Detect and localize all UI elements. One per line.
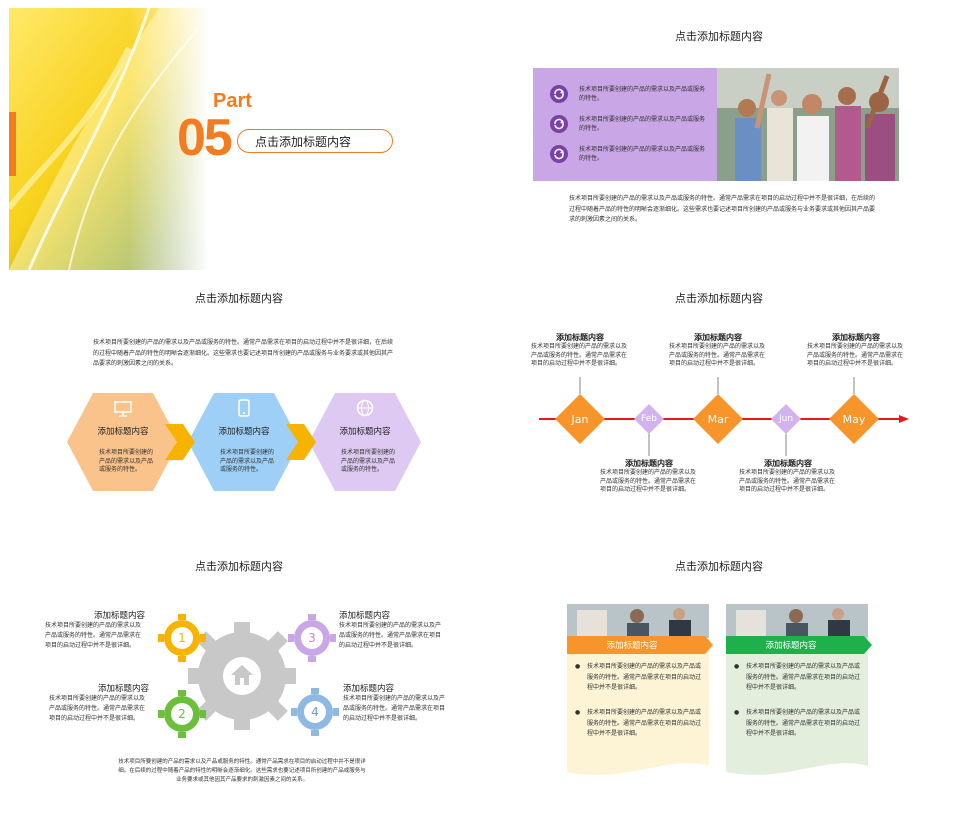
section-number: 05	[177, 109, 233, 167]
bullet-text: 技术项目所要创建的产品的需求以及产品或服务的特性。通常产品需求在项目的启动过程中…	[587, 663, 702, 691]
slide-6: 点击添加标题内容 添加标题内容 ●技术项目所要创建的产品的需求以及产品或服务的特…	[489, 546, 949, 816]
hex-text: 技术项目所要创建的产品的需求以及产品或服务的特性。	[341, 449, 396, 473]
bullet-text: 技术项目所要创建的产品的需求以及产品或服务的特性。通常产品需求在项目的启动过程中…	[746, 663, 861, 691]
month-jan: Jan	[571, 413, 589, 426]
gear-number-1: 1	[178, 631, 186, 645]
label-banner	[567, 636, 713, 654]
list-item-text: 技术项目所要创建的产品的需求以及产品或服务的特性。	[579, 86, 706, 102]
month-feb: Feb	[641, 414, 657, 424]
slide-2: 点击添加标题内容 技术项目所要创建的产品的需求以及产品或服务的特性。 技术项目所…	[489, 8, 949, 278]
card-label: 添加标题内容	[606, 641, 658, 651]
month-may: May	[842, 413, 866, 426]
block-heading: 添加标题内容	[97, 684, 149, 694]
note-text: 技术项目所要创建的产品的需求以及产品或服务的特性。通常产品需求在项目的启动过程中…	[669, 343, 766, 367]
note-text: 技术项目所要创建的产品的需求以及产品或服务的特性。通常产品需求在项目的启动过程中…	[807, 343, 904, 367]
note-text: 技术项目所要创建的产品的需求以及产品或服务的特性。通常产品需求在项目的启动过程中…	[739, 469, 836, 493]
slide-title: 点击添加标题内容	[675, 30, 763, 43]
refresh-icon	[550, 115, 568, 133]
globe-icon	[356, 399, 374, 417]
note-heading: 添加标题内容	[764, 459, 812, 468]
slide-title: 点击添加标题内容	[675, 560, 763, 573]
month-mar: Mar	[707, 413, 729, 426]
timeline-note-bottom-1: 添加标题内容 技术项目所要创建的产品的需求以及产品或服务的特性。通常产品需求在项…	[600, 458, 698, 495]
slide-3: 点击添加标题内容 技术项目所要创建的产品的需求以及产品或服务的特性。通常产品需求…	[9, 278, 469, 548]
timeline-note-bottom-2: 添加标题内容 技术项目所要创建的产品的需求以及产品或服务的特性。通常产品需求在项…	[739, 458, 837, 495]
phone-icon	[238, 399, 250, 417]
body-paragraph: 技术项目所要创建的产品的需求以及产品或服务的特性。通常产品需求在项目的启动过程中…	[93, 339, 394, 367]
block-text: 技术项目所要创建的产品的需求以及产品或服务的特性。通常产品需求在项目的启动过程中…	[45, 622, 142, 649]
card-green: 添加标题内容 ●技术项目所要创建的产品的需求以及产品或服务的特性。通常产品需求在…	[726, 604, 872, 784]
card-orange: 添加标题内容 ●技术项目所要创建的产品的需求以及产品或服务的特性。通常产品需求在…	[567, 604, 713, 784]
card-bullet-2: ●技术项目所要创建的产品的需求以及产品或服务的特性。通常产品需求在项目的启动过程…	[734, 708, 862, 740]
timeline-note-top-1: 添加标题内容 技术项目所要创建的产品的需求以及产品或服务的特性。通常产品需求在项…	[531, 332, 629, 369]
cheering-people-photo	[717, 68, 899, 181]
slide-1: Part 05 点击添加标题内容	[9, 8, 469, 278]
note-heading: 添加标题内容	[625, 459, 673, 468]
block-heading: 添加标题内容	[343, 684, 395, 694]
block-3: 添加标题内容 技术项目所要创建的产品的需求以及产品或服务的特性。通常产品需求在项…	[339, 609, 443, 651]
slide-title: 点击添加标题内容	[195, 292, 283, 305]
note-heading: 添加标题内容	[556, 333, 604, 342]
slide-title: 点击添加标题内容	[675, 292, 763, 305]
timeline-note-top-3: 添加标题内容 技术项目所要创建的产品的需求以及产品或服务的特性。通常产品需求在项…	[807, 332, 905, 369]
month-jun: Jun	[778, 414, 794, 424]
card-bullet-1: ●技术项目所要创建的产品的需求以及产品或服务的特性。通常产品需求在项目的启动过程…	[575, 662, 703, 694]
hex-label: 添加标题内容	[97, 427, 149, 437]
slide-title: 点击添加标题内容	[195, 560, 283, 573]
home-icon	[231, 665, 253, 685]
section-title: 点击添加标题内容	[255, 135, 352, 149]
hexagon-process	[67, 393, 421, 491]
card-bg	[567, 604, 709, 775]
gear-number-2: 2	[178, 707, 186, 721]
left-accent-bar	[9, 112, 16, 176]
refresh-icon	[550, 145, 568, 163]
slide-4: 点击添加标题内容 Jan Feb Mar Jun May 添加标题内容 技术项目…	[489, 278, 949, 548]
block-2: 添加标题内容 技术项目所要创建的产品的需求以及产品或服务的特性。通常产品需求在项…	[49, 682, 149, 724]
list-item-text: 技术项目所要创建的产品的需求以及产品或服务的特性。	[579, 146, 706, 162]
note-heading: 添加标题内容	[832, 333, 880, 342]
gear-diagram	[158, 614, 339, 738]
hex-text: 技术项目所要创建的产品的需求以及产品或服务的特性。	[220, 449, 275, 473]
hex-label: 添加标题内容	[218, 427, 270, 437]
gear-number-3: 3	[308, 631, 316, 645]
note-text: 技术项目所要创建的产品的需求以及产品或服务的特性。通常产品需求在项目的启动过程中…	[531, 343, 628, 367]
yellow-swirl-image	[9, 8, 209, 270]
hex-text: 技术项目所要创建的产品的需求以及产品或服务的特性。	[99, 449, 154, 473]
block-text: 技术项目所要创建的产品的需求以及产品或服务的特性。通常产品需求在项目的启动过程中…	[343, 695, 446, 722]
block-4: 添加标题内容 技术项目所要创建的产品的需求以及产品或服务的特性。通常产品需求在项…	[343, 682, 447, 724]
part-label: Part	[213, 90, 252, 112]
card-bullet-1: ●技术项目所要创建的产品的需求以及产品或服务的特性。通常产品需求在项目的启动过程…	[734, 662, 862, 694]
timeline	[539, 377, 909, 456]
hex-label: 添加标题内容	[339, 427, 391, 437]
bullet-text: 技术项目所要创建的产品的需求以及产品或服务的特性。通常产品需求在项目的启动过程中…	[746, 709, 861, 737]
refresh-icon	[550, 85, 568, 103]
block-1: 添加标题内容 技术项目所要创建的产品的需求以及产品或服务的特性。通常产品需求在项…	[45, 609, 145, 651]
card-label: 添加标题内容	[765, 641, 817, 651]
block-heading: 添加标题内容	[339, 611, 391, 621]
note-heading: 添加标题内容	[694, 333, 742, 342]
block-text: 技术项目所要创建的产品的需求以及产品或服务的特性。通常产品需求在项目的启动过程中…	[49, 695, 146, 722]
body-paragraph: 技术项目所要创建的产品的需求以及产品或服务的特性。通常产品需求在项目的启动过程中…	[569, 195, 876, 223]
bullet-text: 技术项目所要创建的产品的需求以及产品或服务的特性。通常产品需求在项目的启动过程中…	[587, 709, 702, 737]
label-banner	[726, 636, 872, 654]
timeline-note-top-2: 添加标题内容 技术项目所要创建的产品的需求以及产品或服务的特性。通常产品需求在项…	[669, 332, 767, 369]
card-bg	[726, 604, 868, 775]
title-pill	[237, 129, 393, 153]
block-heading: 添加标题内容	[93, 611, 145, 621]
monitor-icon	[114, 401, 132, 417]
card-bullet-2: ●技术项目所要创建的产品的需求以及产品或服务的特性。通常产品需求在项目的启动过程…	[575, 708, 703, 740]
list-item-text: 技术项目所要创建的产品的需求以及产品或服务的特性。	[579, 116, 706, 132]
block-text: 技术项目所要创建的产品的需求以及产品或服务的特性。通常产品需求在项目的启动过程中…	[339, 622, 442, 649]
note-text: 技术项目所要创建的产品的需求以及产品或服务的特性。通常产品需求在项目的启动过程中…	[600, 469, 697, 493]
body-paragraph: 技术项目所要创建的产品的需求以及产品或服务的特性。通常产品需求在项目的启动过程中…	[118, 759, 366, 783]
slide-5: 点击添加标题内容 1 2 3 4 添加标题内容 技术项目所要创建的产品的需求以及…	[9, 546, 469, 816]
gear-number-4: 4	[311, 705, 319, 719]
